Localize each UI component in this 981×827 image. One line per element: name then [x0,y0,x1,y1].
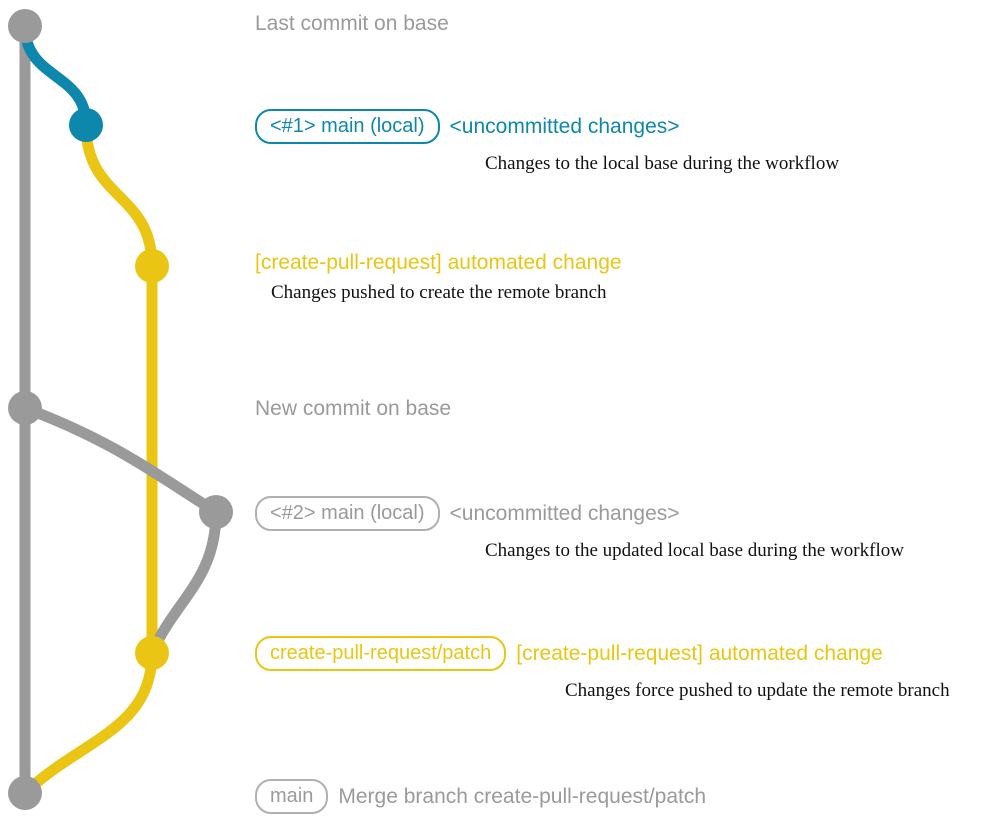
commit-node-n1[interactable] [8,9,42,43]
graph-edges [19,20,222,799]
graph-edge-local-1-to-patch-1 [80,119,158,272]
commit-subject: Last commit on base [255,12,449,35]
graph-edge-patch-2-to-base-merge [19,647,158,799]
commit-description: Changes to the local base during the wor… [485,153,840,174]
graph-edge-base-to-local-1 [19,20,92,131]
row-local-1: <#1> main (local) <uncommitted changes> Ch… [255,109,839,175]
commit-subject: <uncommitted changes> [449,502,680,525]
commit-row-head: create-pull-request/patch [create-pull-re… [255,636,883,671]
commit-node-n4[interactable] [8,391,42,425]
commit-description: Changes force pushed to update the remot… [565,680,950,701]
graph-nodes [8,9,233,810]
commit-node-n3[interactable] [135,249,169,283]
commit-subject: <uncommitted changes> [449,115,680,138]
commit-subject: New commit on base [255,397,452,420]
branch-badge[interactable]: create-pull-request/patch [255,636,507,671]
commit-description: Changes to the updated local base during… [485,540,904,561]
commit-row-head: New commit on base [255,398,451,419]
row-merge: main Merge branch create-pull-request/pat… [255,779,706,814]
commit-subject: [create-pull-request] automated change [255,251,622,274]
commit-subject: [create-pull-request] automated change [516,642,883,665]
graph-edge-local-2-to-patch-2 [146,506,222,659]
commit-node-n5[interactable] [199,495,233,529]
row-last-commit-on-base: Last commit on base [255,13,449,34]
commit-description: Changes pushed to create the remote bran… [271,282,607,303]
row-new-commit-on-base: New commit on base [255,398,451,419]
branch-badge[interactable]: <#2> main (local) [255,496,440,531]
commit-row-head: <#2> main (local) <uncommitted changes> [255,496,680,531]
commit-row-head: <#1> main (local) <uncommitted changes> [255,109,680,144]
row-create-pull-request-2: create-pull-request/patch [create-pull-re… [255,636,950,702]
commit-node-n6[interactable] [135,636,169,670]
commit-node-n2[interactable] [69,108,103,142]
commit-row-head: Last commit on base [255,13,449,34]
branch-badge[interactable]: <#1> main (local) [255,109,440,144]
row-local-2: <#2> main (local) <uncommitted changes> Ch… [255,496,904,562]
commit-node-n7[interactable] [8,776,42,810]
commit-subject: Merge branch create-pull-request/patch [338,785,707,808]
branch-badge[interactable]: main [255,779,329,814]
graph-edge-base-2-to-local-2 [19,402,222,518]
commit-row-head: main Merge branch create-pull-request/pat… [255,779,706,814]
commit-row-head: [create-pull-request] automated change [255,252,622,273]
